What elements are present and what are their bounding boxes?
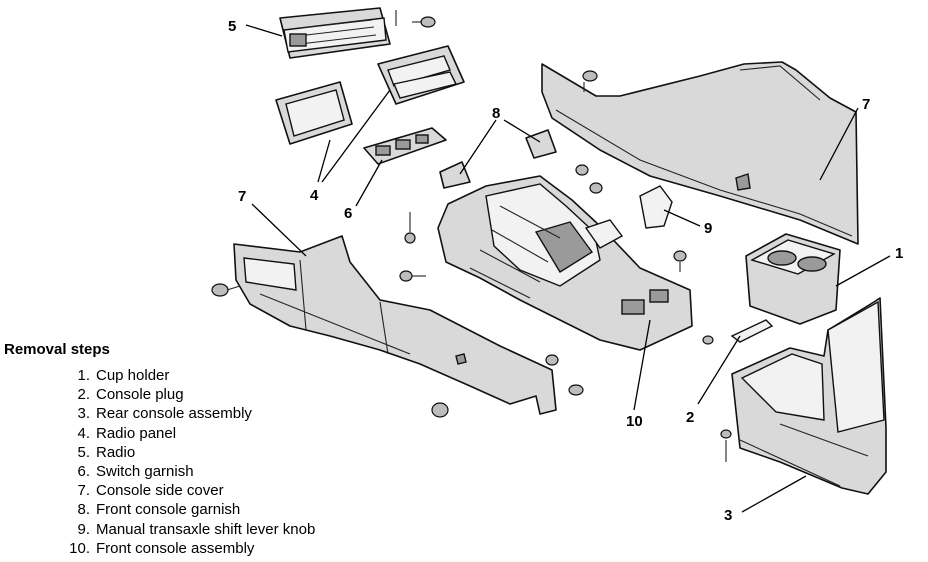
step-item: 4. Radio panel [4, 424, 404, 443]
step-text: Cup holder [96, 367, 170, 384]
step-number: 9. [77, 520, 90, 538]
step-text: Switch garnish [96, 463, 194, 481]
step-text: Radio [96, 443, 136, 461]
fastener-screw-rear [702, 335, 732, 462]
callout-10: 10 [626, 413, 643, 430]
step-number: 3. [77, 405, 90, 423]
radio-screw [412, 16, 436, 28]
side-cover-clip-top [582, 70, 598, 92]
front-console-assembly [437, 175, 693, 351]
step-item: 8. Front console garnish [4, 500, 404, 519]
step-item: 6. Switch garnish [4, 462, 404, 481]
leader-lines [245, 24, 891, 513]
front-console-garnish-right [525, 129, 557, 159]
front-console-garnish-left [439, 161, 471, 189]
callout-6: 6 [344, 205, 352, 222]
step-text: Console side cover [96, 482, 224, 500]
step-item: 1. Cup holder [4, 366, 404, 385]
step-text: Front console assembly [96, 539, 255, 557]
step-number: 5. [77, 443, 90, 461]
step-item: 3. Rear console assembly [4, 404, 404, 423]
radio-panel-right [377, 45, 465, 105]
step-text: Radio panel [96, 424, 177, 442]
fastener-clip-bottom [431, 354, 584, 418]
callout-3: 3 [724, 507, 732, 524]
shift-lever-knob [639, 185, 673, 229]
step-number: 7. [77, 482, 90, 500]
step-number: 1. [77, 367, 90, 384]
step-text: Manual transaxle shift lever knob [96, 520, 316, 538]
step-number: 8. [77, 501, 90, 519]
step-number: 2. [77, 386, 90, 404]
step-item: 7. Console side cover [4, 481, 404, 500]
fastener-screw-1 [404, 212, 416, 244]
step-item: 2. Console plug [4, 385, 404, 404]
fastener-screw-4 [673, 250, 687, 272]
cup-holder [745, 233, 841, 325]
step-item: 9. Manual transaxle shift lever knob [4, 520, 404, 539]
rear-console-assembly [731, 297, 887, 495]
step-text: Front console garnish [96, 501, 241, 519]
step-item: 5. Radio [4, 443, 404, 462]
step-number: 6. [77, 463, 90, 481]
step-number: 4. [77, 424, 90, 442]
step-text: Console plug [96, 386, 184, 404]
callout-2: 2 [686, 409, 694, 426]
callout-5: 5 [228, 18, 236, 35]
radio-panel-left [275, 81, 353, 145]
radio [279, 7, 397, 59]
step-number: 10. [69, 539, 90, 557]
console-side-cover-left [233, 235, 557, 415]
callout-8: 8 [492, 105, 500, 122]
removal-steps-title: Removal steps [4, 341, 110, 358]
callout-4: 4 [310, 187, 319, 204]
callout-1: 1 [895, 245, 903, 262]
fastener-screw-3 [575, 164, 603, 194]
removal-steps: Removal steps 1. Cup holder 2. Console plu… [4, 341, 404, 558]
switch-garnish [363, 127, 447, 165]
fastener-clip-left [211, 283, 241, 297]
removal-steps-list: 1. Cup holder 2. Console plug 3. Rear conso… [4, 366, 404, 558]
step-item: 10. Front console assembly [4, 539, 404, 558]
step-text: Rear console assembly [96, 405, 252, 423]
fastener-screw-2 [399, 270, 426, 282]
callout-7-right: 7 [862, 96, 870, 113]
callout-7-left: 7 [238, 188, 246, 205]
callout-9: 9 [704, 220, 712, 237]
